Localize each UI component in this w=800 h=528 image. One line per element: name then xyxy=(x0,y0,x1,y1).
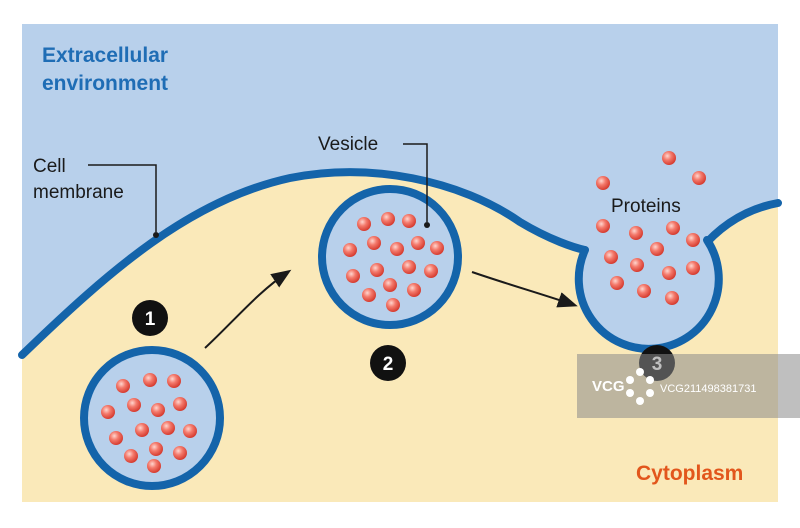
protein xyxy=(610,276,624,290)
protein xyxy=(637,284,651,298)
protein xyxy=(402,260,416,274)
protein xyxy=(343,243,357,257)
proteins-vesicle-1 xyxy=(101,373,197,473)
watermark-flower-icon xyxy=(626,368,654,405)
watermark-box xyxy=(577,354,800,418)
protein xyxy=(161,421,175,435)
cell-membrane-leader-dot xyxy=(153,232,159,238)
protein xyxy=(662,151,676,165)
protein xyxy=(147,459,161,473)
protein xyxy=(346,269,360,283)
cell-membrane xyxy=(18,168,589,359)
protein xyxy=(407,283,421,297)
protein xyxy=(183,424,197,438)
cell-membrane-leader xyxy=(88,164,157,232)
protein xyxy=(692,171,706,185)
cell-membrane-label-line2: membrane xyxy=(33,182,124,203)
protein xyxy=(604,250,618,264)
protein xyxy=(596,176,610,190)
vesicle-leader xyxy=(403,143,428,222)
cell-membrane-label-line1: Cell xyxy=(33,156,66,177)
watermark-id: VCG211498381731 xyxy=(660,383,756,395)
protein xyxy=(390,242,404,256)
protein xyxy=(357,217,371,231)
fused-vesicle-opening xyxy=(590,210,700,252)
protein xyxy=(367,236,381,250)
protein xyxy=(662,266,676,280)
cytoplasm-label: Cytoplasm xyxy=(636,462,743,485)
protein xyxy=(149,442,163,456)
protein xyxy=(173,446,187,460)
protein xyxy=(370,263,384,277)
watermark-logo: VCG xyxy=(592,378,625,395)
protein xyxy=(430,241,444,255)
protein xyxy=(686,233,700,247)
step-number: 2 xyxy=(383,354,394,375)
protein xyxy=(383,278,397,292)
protein xyxy=(151,403,165,417)
step-marker-circle xyxy=(132,300,168,336)
step-marker-circle xyxy=(370,345,406,381)
protein xyxy=(362,288,376,302)
vesicle-label: Vesicle xyxy=(318,134,378,155)
protein xyxy=(381,212,395,226)
vesicle-leader-dot xyxy=(424,222,430,228)
step-marker-1: 1 xyxy=(132,300,168,336)
proteins-vesicle-2 xyxy=(343,212,444,312)
proteins-vesicle-3 xyxy=(596,151,706,305)
protein xyxy=(666,221,680,235)
protein xyxy=(127,398,141,412)
protein xyxy=(124,449,138,463)
arrow-step-2-to-3 xyxy=(471,271,578,308)
extracellular-label-line2: environment xyxy=(42,72,168,95)
protein xyxy=(109,431,123,445)
watermark: VCG VCG211498381731 xyxy=(577,354,800,418)
protein xyxy=(101,405,115,419)
protein xyxy=(650,242,664,256)
protein xyxy=(167,374,181,388)
protein xyxy=(596,219,610,233)
vesicle-2 xyxy=(318,185,462,329)
protein xyxy=(173,397,187,411)
protein xyxy=(665,291,679,305)
protein xyxy=(411,236,425,250)
protein xyxy=(386,298,400,312)
protein xyxy=(135,423,149,437)
step-number: 1 xyxy=(145,309,156,330)
protein xyxy=(143,373,157,387)
protein xyxy=(630,258,644,272)
step-marker-2: 2 xyxy=(370,345,406,381)
protein xyxy=(402,214,416,228)
extracellular-label-line1: Extracellular xyxy=(42,44,168,67)
arrow-step-1-to-2 xyxy=(204,269,292,349)
protein xyxy=(116,379,130,393)
proteins-label: Proteins xyxy=(611,196,681,217)
protein xyxy=(629,226,643,240)
protein xyxy=(424,264,438,278)
protein xyxy=(686,261,700,275)
